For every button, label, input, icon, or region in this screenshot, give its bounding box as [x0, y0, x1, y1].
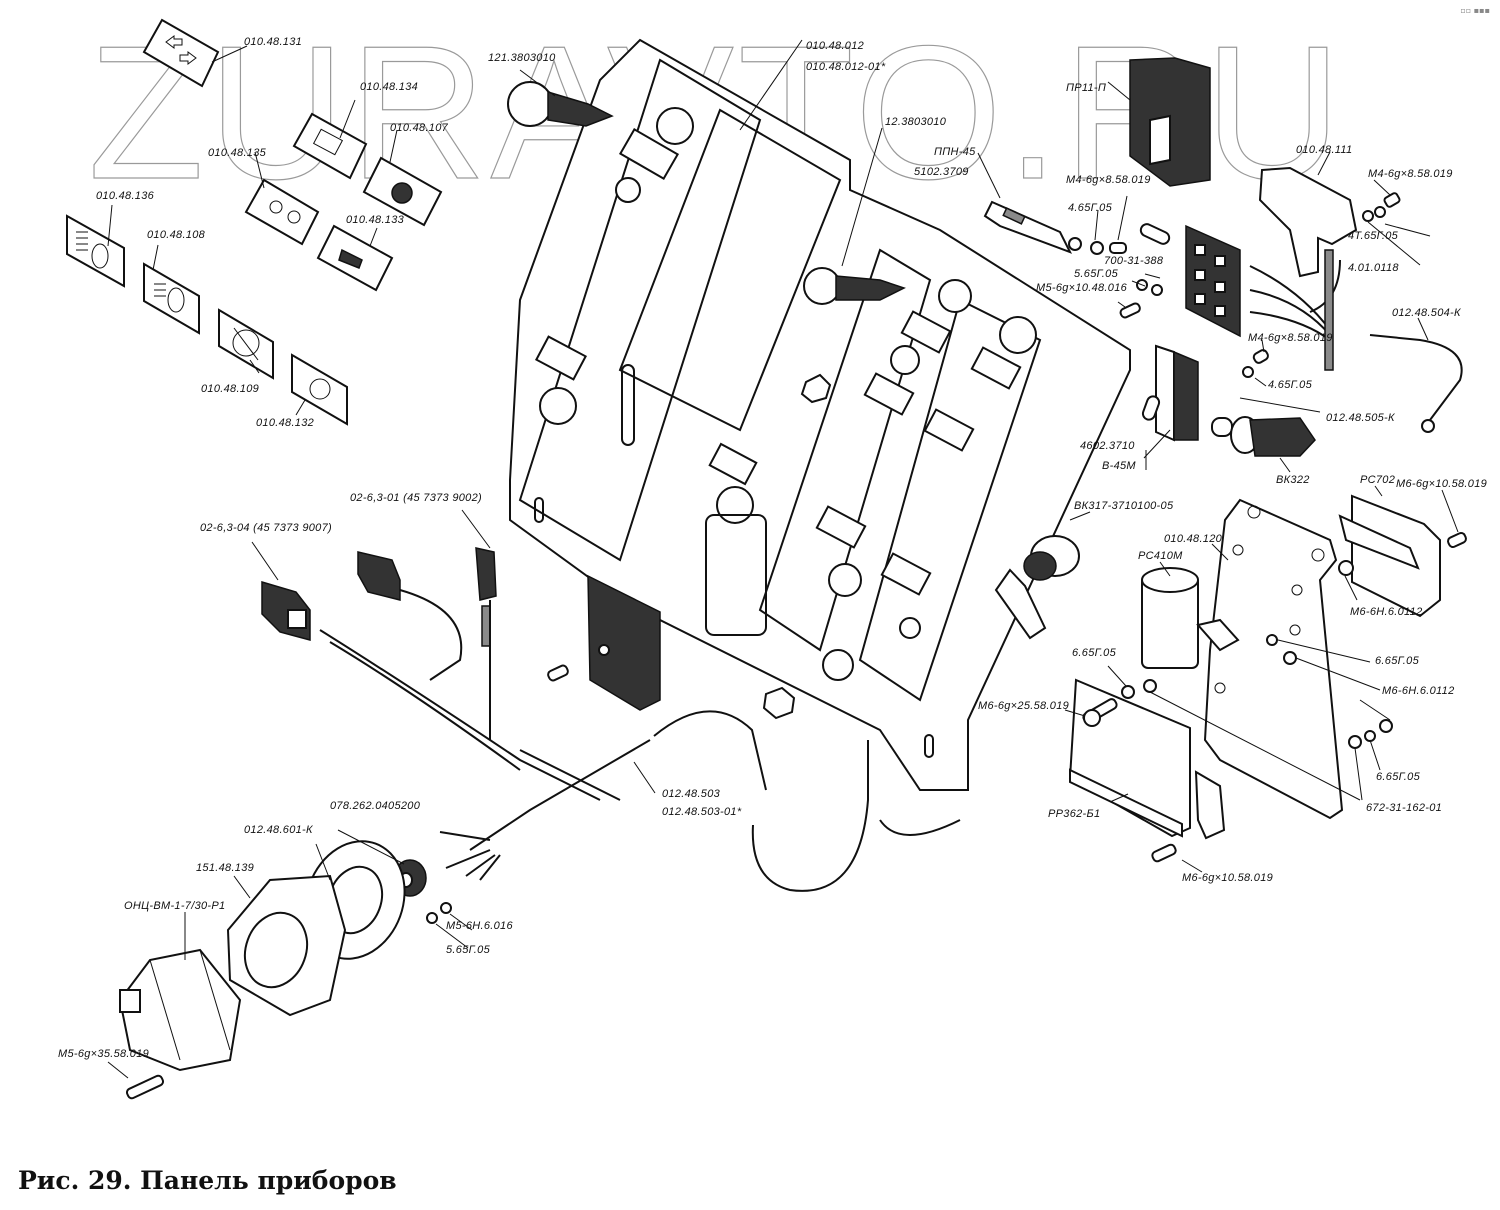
- part-label: ОНЦ-ВМ-1-7/30-Р1: [124, 900, 226, 912]
- socket-onts-vm: [118, 948, 242, 1072]
- part-label: 02-6,3-04 (45 7373 9007): [200, 522, 332, 534]
- corner-mark: ▫▫ ▪▪▪: [1460, 6, 1490, 15]
- part-label: 151.48.139: [196, 862, 255, 874]
- terminal-block: [1185, 224, 1241, 338]
- part-label: 4.65Г.05: [1268, 379, 1312, 391]
- part-label: РР362-Б1: [1048, 808, 1101, 820]
- part-label: 010.48.136: [96, 190, 155, 202]
- part-label: В-45М: [1102, 460, 1136, 472]
- part-label: 700-31-388: [1104, 255, 1164, 267]
- warning-plate-headlight-low: [66, 214, 125, 288]
- part-label: 012.48.503: [662, 788, 721, 800]
- part-label: М6-6g×25.58.019: [978, 700, 1070, 712]
- lamp-121-3803010: [507, 81, 614, 127]
- part-label: РС702: [1360, 474, 1396, 486]
- part-label: М5-6g×35.58.019: [58, 1048, 150, 1060]
- mounting-plate-010-48-120: [1203, 498, 1344, 820]
- warning-plate-circle: [291, 353, 348, 426]
- connector-02-6-3-01: [475, 547, 497, 647]
- figure-caption: Рис. 29. Панель приборов: [18, 1166, 397, 1195]
- part-label: 010.48.107: [390, 122, 449, 134]
- part-label: 12.3803010: [885, 116, 947, 128]
- part-label: 010.48.131: [244, 36, 303, 48]
- switch-ppn-45: [983, 200, 1082, 254]
- part-label: 078.262.0405200: [330, 800, 421, 812]
- part-label: 010.48.135: [208, 147, 267, 159]
- part-label: 4.01.0118: [1348, 262, 1399, 274]
- connector-housing: [357, 551, 401, 601]
- part-label: 012.48.504-К: [1392, 307, 1461, 319]
- wiring-harness: [319, 589, 651, 881]
- part-label: М6-6Н.6.0112: [1382, 685, 1455, 697]
- wire-012-48-504-k: [1369, 334, 1463, 433]
- part-label: 010.48.108: [147, 229, 206, 241]
- part-label: 6.65Г.05: [1375, 655, 1419, 667]
- part-label: М4-6g×8.58.019: [1066, 174, 1151, 186]
- warning-plate-headlight-high: [143, 262, 200, 335]
- terminal-strip: [587, 574, 661, 711]
- part-label: 010.48.132: [256, 417, 315, 429]
- part-label: М5-6Н.6.016: [446, 920, 513, 932]
- bracket-010-48-111: [1258, 166, 1358, 278]
- lamp-12-3803010: [803, 267, 906, 305]
- instrument-panel-main: [509, 38, 1131, 791]
- part-label: ППН-45: [934, 146, 976, 158]
- part-label: М4-6g×8.58.019: [1368, 168, 1453, 180]
- toggle-switch-v-45m: [1141, 344, 1199, 442]
- warning-plate-parking-light: [244, 178, 320, 246]
- part-label: 010.48.134: [360, 81, 419, 93]
- part-label: 4602.3710: [1080, 440, 1135, 452]
- part-label: М4-6g×8.58.019: [1248, 332, 1333, 344]
- part-label: 5.65Г.05: [446, 944, 490, 956]
- relay-rs410m: [1141, 567, 1240, 669]
- part-label: 672-31-162-01: [1366, 802, 1443, 814]
- part-label: 010.48.133: [346, 214, 405, 226]
- part-label: 4.65Г.05: [1068, 202, 1112, 214]
- fuse-block-pr11-p: [1129, 57, 1211, 187]
- part-label: ВК322: [1276, 474, 1310, 486]
- part-label: ВК317-3710100-05: [1074, 500, 1174, 512]
- part-label: 6.65Г.05: [1072, 647, 1116, 659]
- part-label: 010.48.120: [1164, 533, 1223, 545]
- warning-plate-battery: [292, 112, 368, 180]
- part-label: 010.48.012-01*: [806, 61, 886, 73]
- warning-plate-horn: [316, 224, 394, 292]
- part-label: 5102.3709: [914, 166, 969, 178]
- switch-vk322: [1211, 416, 1316, 457]
- part-label: 012.48.503-01*: [662, 806, 742, 818]
- warning-plate-oil: [362, 156, 443, 227]
- part-label: 012.48.505-К: [1326, 412, 1395, 424]
- part-label: 6.65Г.05: [1376, 771, 1420, 783]
- part-label: М6-6g×10.58.019: [1182, 872, 1274, 884]
- connector-02-6-3-04: [261, 580, 311, 641]
- part-label: М6-6g×10.58.019: [1396, 478, 1488, 490]
- part-label: 121.3803010: [488, 52, 556, 64]
- part-label: 010.48.012: [806, 40, 865, 52]
- flange-151-48-139: [226, 874, 347, 1017]
- part-label: М6-6Н.6.0112: [1350, 606, 1423, 618]
- part-label: 012.48.601-К: [244, 824, 313, 836]
- relay-rs702: [1338, 494, 1441, 618]
- warning-plate-stop: [218, 308, 274, 380]
- part-label: М5-6g×10.48.016: [1036, 282, 1128, 294]
- part-label: 010.48.111: [1296, 144, 1353, 156]
- switch-vk317: [994, 535, 1080, 640]
- part-label: 010.48.109: [201, 383, 260, 395]
- part-label: РС410М: [1138, 550, 1183, 562]
- part-label: ПР11-П: [1066, 82, 1107, 94]
- warning-plate-turn-signal: [142, 18, 220, 88]
- part-label: 5.65Г.05: [1074, 268, 1118, 280]
- part-label: 02-6,3-01 (45 7373 9002): [350, 492, 482, 504]
- part-label: 4Т.65Г.05: [1348, 230, 1399, 242]
